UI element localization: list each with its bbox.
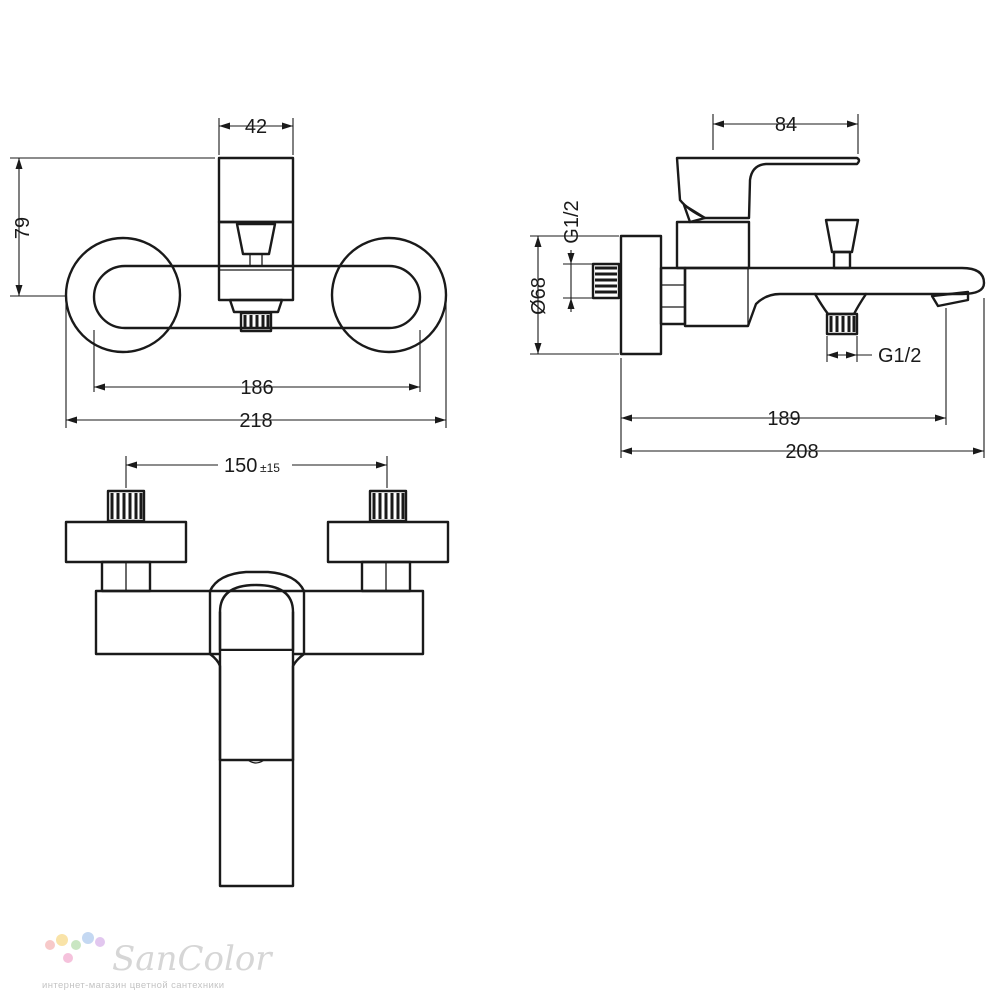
top-spout-base bbox=[218, 583, 295, 652]
sancolor-logo: SanColor интернет-магазин цветной сантех… bbox=[42, 932, 273, 991]
logo-tagline: интернет-магазин цветной сантехники bbox=[42, 980, 224, 991]
dim-218-label: 218 bbox=[239, 410, 272, 432]
top-body-bar bbox=[94, 589, 425, 656]
cartridge-housing bbox=[217, 220, 295, 302]
wall-flange bbox=[619, 234, 663, 356]
dim-79-label: 79 bbox=[12, 217, 34, 239]
dim-208-label: 208 bbox=[785, 441, 818, 463]
side-view: 84 G1/2 Ø68 G1/2 189 208 bbox=[528, 114, 986, 463]
dim-flange-diameter-label: Ø68 bbox=[528, 277, 550, 315]
dim-inlet-thread-label: G1/2 bbox=[561, 200, 583, 243]
side-lever bbox=[675, 156, 861, 220]
dim-186-label: 186 bbox=[240, 377, 273, 399]
logo-dot bbox=[71, 940, 81, 950]
top-view: 150 ±15 bbox=[64, 452, 450, 888]
side-diverter-knob bbox=[824, 218, 860, 254]
top-spout bbox=[218, 610, 295, 888]
front-outlet-thread bbox=[239, 311, 273, 333]
dim-150-label: 150 bbox=[224, 455, 257, 477]
logo-dot bbox=[95, 937, 105, 947]
right-inlet-thread bbox=[368, 489, 408, 523]
logo-dot bbox=[45, 940, 55, 950]
side-body-spout bbox=[683, 266, 986, 328]
logo-dots bbox=[45, 932, 105, 963]
side-outlet-thread bbox=[825, 312, 859, 336]
front-view: 42 79 186 218 bbox=[10, 116, 448, 432]
logo-dot bbox=[63, 953, 73, 963]
lever-handle bbox=[217, 156, 295, 224]
logo-dot bbox=[56, 934, 68, 946]
dim-42-label: 42 bbox=[245, 116, 267, 138]
dim-outlet-thread-label: G1/2 bbox=[878, 345, 921, 367]
right-flange-top bbox=[326, 520, 450, 564]
logo-dot bbox=[82, 932, 94, 944]
dim-189-label: 189 bbox=[767, 408, 800, 430]
left-flange-top bbox=[64, 520, 188, 564]
dim-150-tolerance: ±15 bbox=[260, 461, 280, 475]
left-inlet-thread bbox=[106, 489, 146, 523]
logo-name: SanColor bbox=[112, 939, 273, 979]
right-rosette bbox=[330, 236, 448, 354]
side-inlet-thread bbox=[591, 262, 621, 300]
diverter-knob bbox=[235, 222, 277, 256]
dim-84-label: 84 bbox=[775, 114, 797, 136]
left-rosette bbox=[64, 236, 182, 354]
